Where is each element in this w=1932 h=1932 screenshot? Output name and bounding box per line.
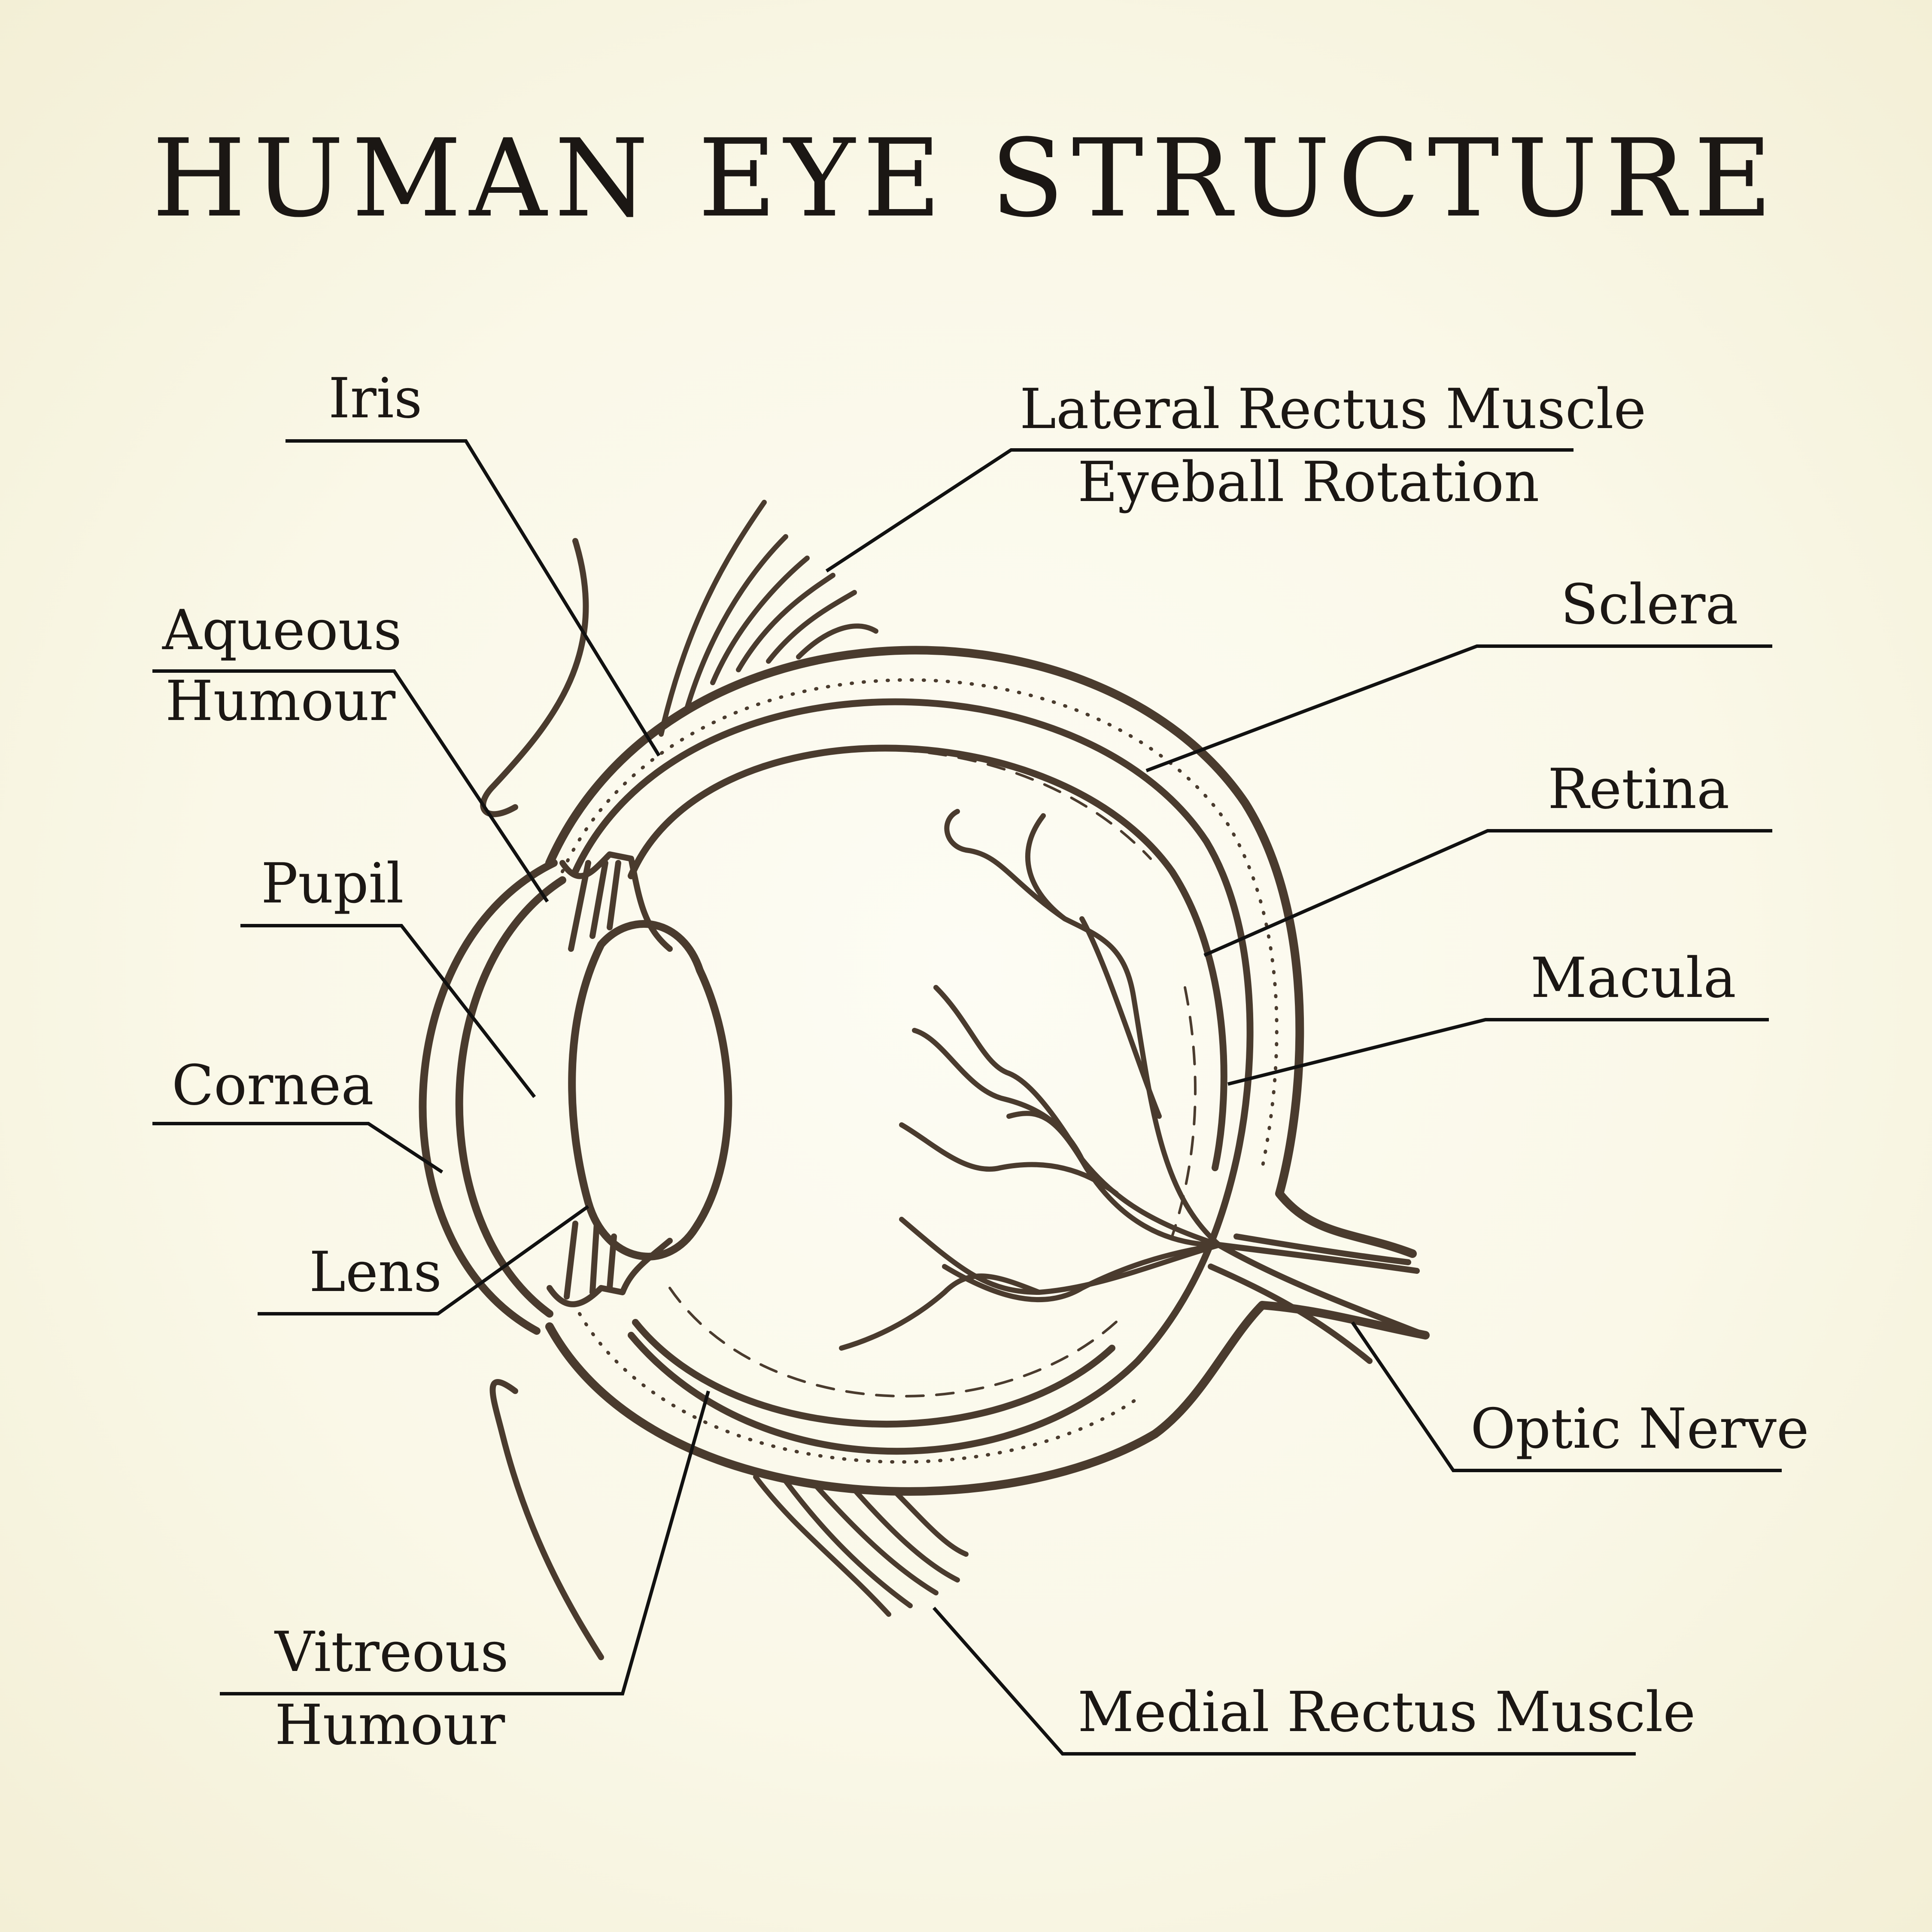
sclera bbox=[545, 646, 1430, 1496]
leader-line-sclera bbox=[1145, 644, 1772, 772]
leader-line-pupil bbox=[240, 924, 536, 1098]
lens bbox=[568, 920, 732, 1261]
label-retina: Retina bbox=[1548, 757, 1730, 821]
retina-layer bbox=[572, 698, 1254, 1455]
label-aqueous-humour-line1: Aqueous bbox=[162, 598, 402, 662]
label-iris: Iris bbox=[328, 367, 422, 431]
label-aqueous-humour-line2: Humour bbox=[165, 669, 396, 733]
leader-line-aqueous-humour bbox=[152, 669, 549, 903]
label-lens: Lens bbox=[309, 1240, 442, 1304]
label-vitreous-humour-line2: Humour bbox=[275, 1693, 505, 1757]
leader-line-macula bbox=[1227, 1018, 1769, 1086]
leader-line-lens bbox=[258, 1205, 589, 1315]
label-sclera: Sclera bbox=[1561, 573, 1738, 637]
label-vitreous-humour-line1: Vitreous bbox=[275, 1620, 509, 1684]
leader-line-lateral-rectus bbox=[825, 448, 1574, 573]
eyelid-outline bbox=[480, 538, 604, 1660]
medial-rectus-muscle bbox=[753, 1474, 969, 1617]
leader-line-iris bbox=[286, 439, 661, 757]
leader-line-cornea bbox=[152, 1122, 444, 1174]
optic-nerve-bundle bbox=[1208, 1233, 1428, 1364]
lateral-rectus-muscle bbox=[659, 500, 878, 737]
label-cornea: Cornea bbox=[172, 1054, 374, 1118]
leader-line-vitreous-humour bbox=[220, 1390, 710, 1695]
label-lateral-rectus-muscle: Lateral Rectus Muscle bbox=[1020, 377, 1646, 441]
label-optic-nerve: Optic Nerve bbox=[1470, 1397, 1809, 1461]
leader-line-optic-nerve bbox=[1351, 1321, 1782, 1472]
leader-line-retina bbox=[1203, 829, 1772, 957]
inner-dashed-layers bbox=[668, 748, 1197, 1397]
leader-lines bbox=[152, 439, 1782, 1756]
diagram-title: HUMAN EYE STRUCTURE bbox=[152, 116, 1780, 241]
retinal-blood-vessels bbox=[839, 809, 1222, 1351]
label-macula: Macula bbox=[1531, 946, 1736, 1010]
label-medial-rectus-muscle: Medial Rectus Muscle bbox=[1078, 1680, 1696, 1744]
label-pupil: Pupil bbox=[261, 852, 404, 916]
leader-line-medial-rectus bbox=[933, 1607, 1636, 1756]
label-eyeball-rotation: Eyeball Rotation bbox=[1078, 450, 1540, 514]
choroid-stipple bbox=[561, 678, 1279, 1464]
cornea bbox=[419, 859, 566, 1335]
